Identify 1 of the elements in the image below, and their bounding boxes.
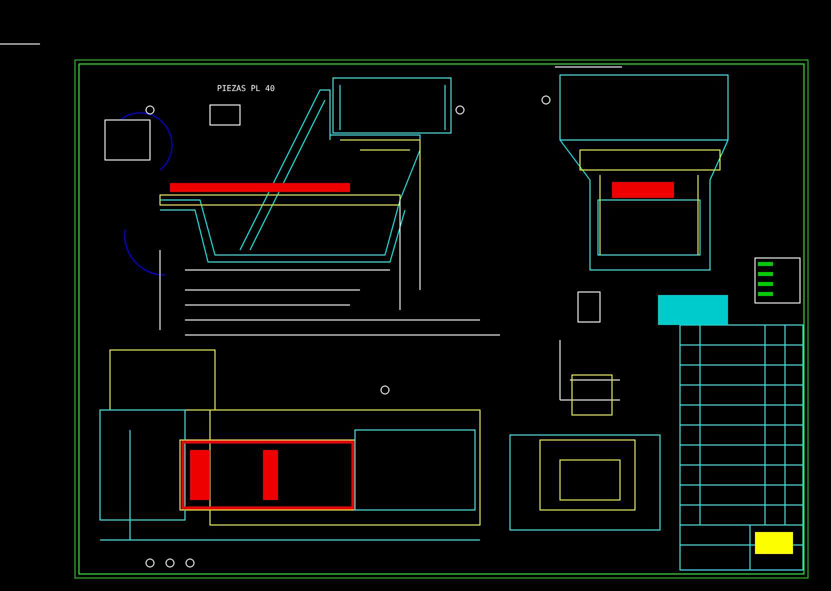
drawing-note: PIEZAS PL 40 xyxy=(217,84,275,93)
